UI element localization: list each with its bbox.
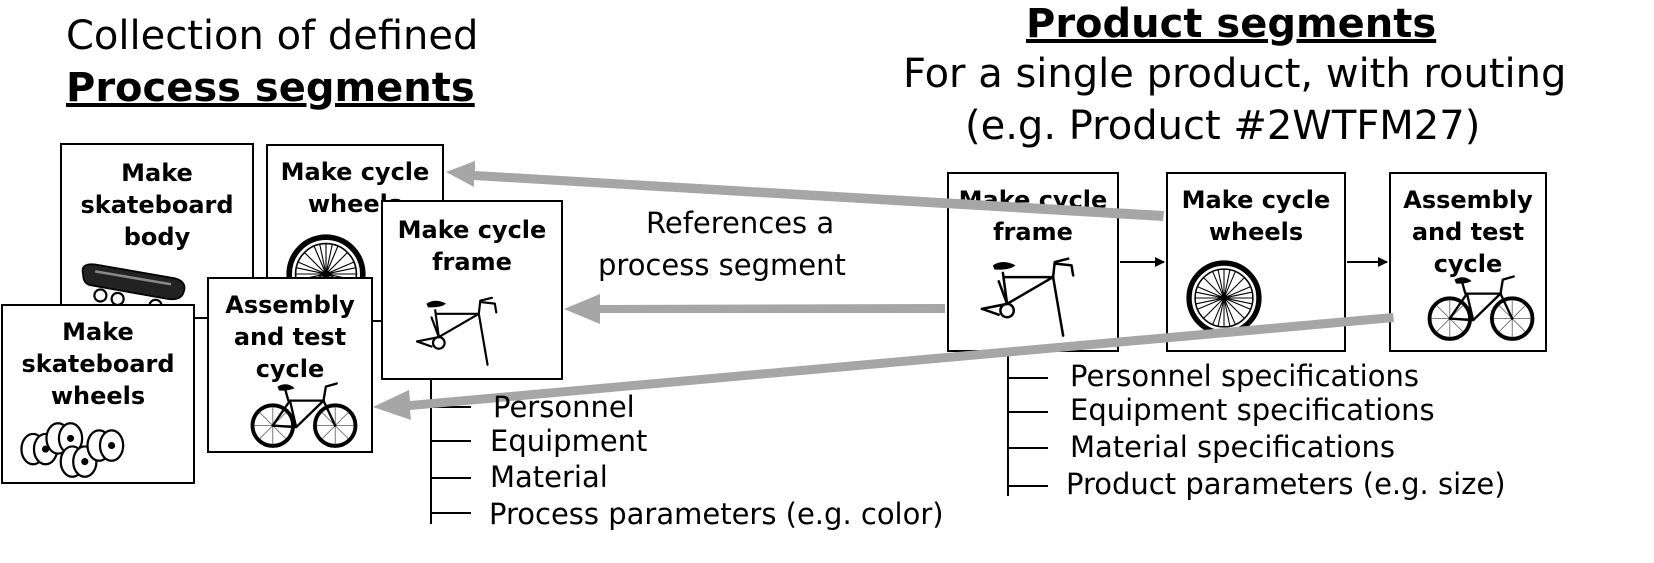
reference-arrow-frame [564,294,945,324]
process-segment-label: Make skateboard wheels [21,318,175,410]
right-heading-line3: (e.g. Product #2WTFM27) [965,103,1481,149]
process-segment-label: Make cycle wheels [280,158,430,218]
process-segment-box-assembly-test: Assembly and test cycle [207,277,373,453]
left-heading-line1: Collection of defined [66,13,479,59]
process-segment-box-skateboard-wheels: Make skateboard wheels [1,304,195,484]
process-segment-label: Make skateboard body [80,159,234,251]
process-property-material: Material [490,460,608,494]
process-property-parameters: Process parameters (e.g. color) [489,497,944,531]
reference-arrow-assembly [373,313,1394,420]
arrow-caption-line1: References a [646,206,835,240]
product-segment-label: Assembly and test cycle [1403,186,1533,278]
right-heading-line2: For a single product, with routing [903,51,1567,97]
process-segment-label: Make cycle frame [397,216,547,276]
left-heading-title: Process segments [66,65,475,111]
process-property-personnel: Personnel [493,390,635,424]
arrow-caption-line2: process segment [598,248,846,282]
product-property-parameters: Product parameters (e.g. size) [1066,467,1506,501]
reference-arrow-wheels [446,161,1164,221]
right-heading-title: Product segments [1026,1,1437,47]
product-segment-label: Make cycle wheels [1181,186,1331,246]
product-segment-box-assembly-test: Assembly and test cycle [1389,172,1547,352]
process-property-equipment: Equipment [490,424,648,458]
process-segment-box-cycle-frame: Make cycle frame [381,200,563,380]
product-property-material: Material specifications [1070,430,1396,464]
process-segment-label: Assembly and test cycle [225,291,355,383]
product-properties-tree [1007,352,1048,496]
product-property-equipment: Equipment specifications [1070,393,1435,427]
product-property-personnel: Personnel specifications [1070,359,1419,393]
